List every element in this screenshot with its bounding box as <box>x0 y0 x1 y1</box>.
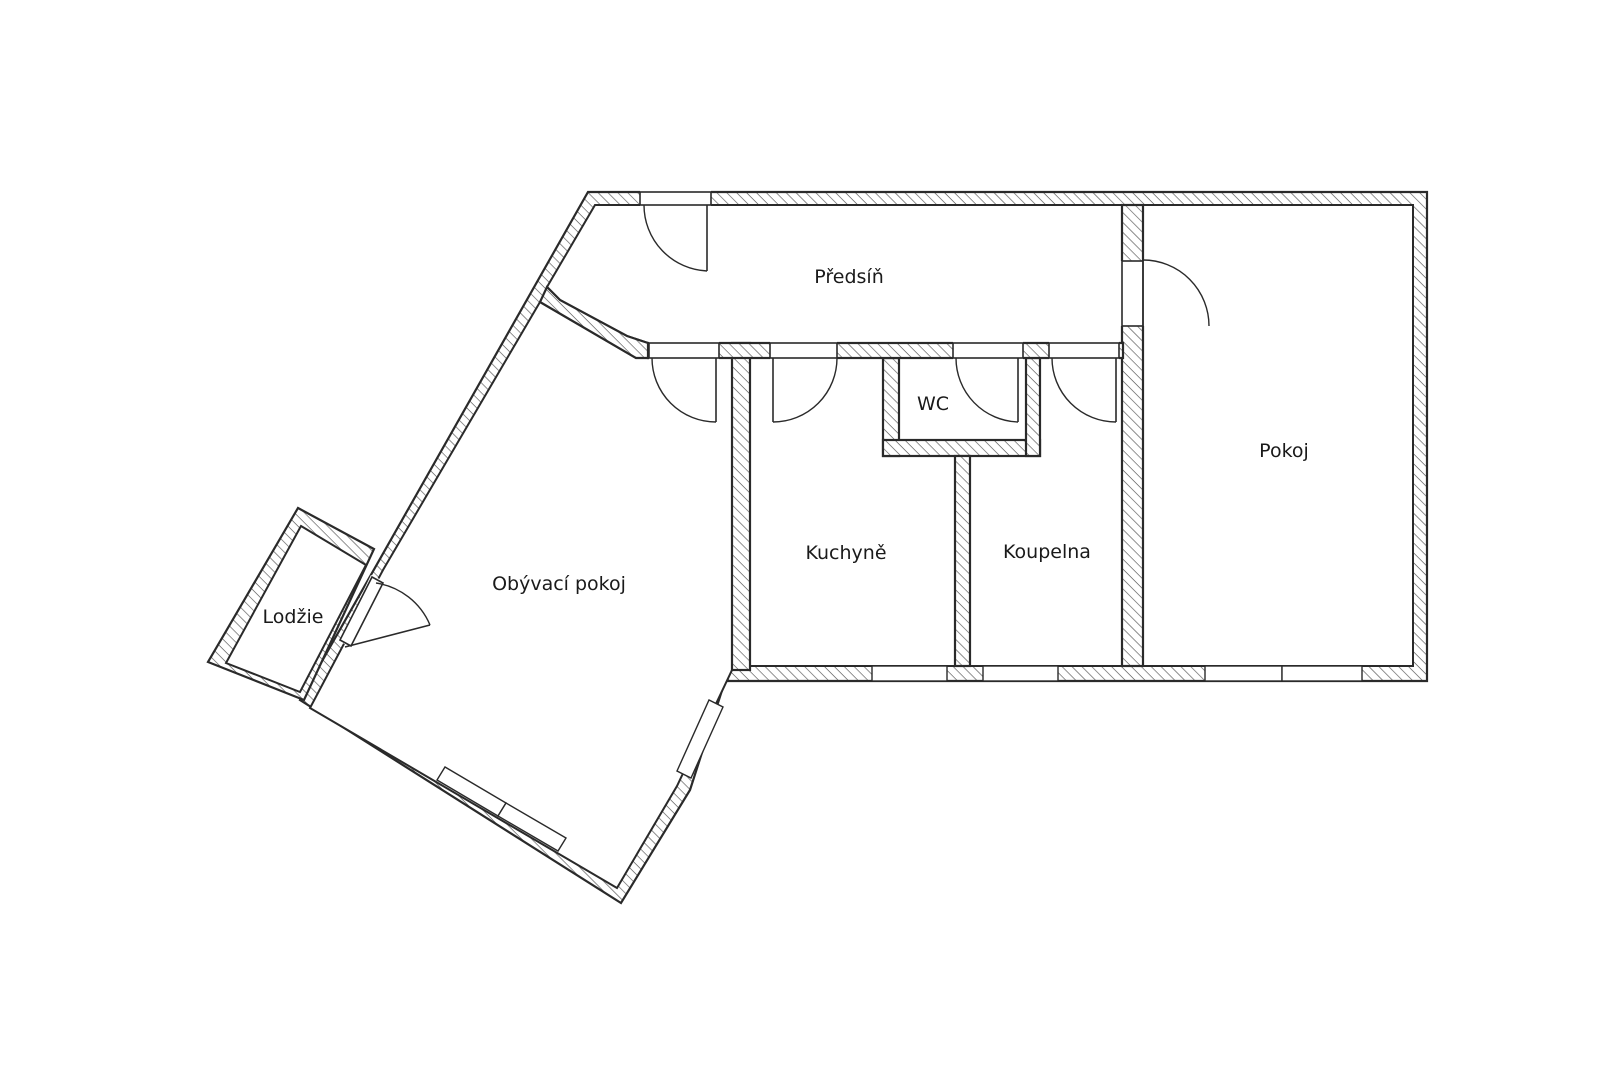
door-kuchyne-swing <box>772 357 838 423</box>
wall-wc-bottom <box>881 438 1042 458</box>
windows <box>436 665 1363 852</box>
label-koupelna: Koupelna <box>1003 541 1091 563</box>
door-entrance-frame <box>639 191 712 206</box>
door-koupelna-frame <box>1048 342 1120 359</box>
door-pokoj-opening <box>1120 261 1145 326</box>
door-lodzie-swing <box>375 582 431 626</box>
wall-living-kitchen <box>730 341 752 672</box>
label-kuchyne: Kuchyně <box>805 542 886 564</box>
label-lodzie: Lodžie <box>263 606 324 628</box>
room-lodzie <box>224 524 368 694</box>
label-pokoj: Pokoj <box>1259 440 1309 462</box>
door-wc-swing <box>955 357 1019 423</box>
window-pokoj-2 <box>1281 665 1363 682</box>
wall-corridor-living-diag <box>538 285 650 360</box>
window-obyvaci-3 <box>676 699 724 779</box>
room-labels: Předsíň Pokoj WC Kuchyně Koupelna Obývac… <box>263 266 1309 628</box>
door-kuchyne-frame <box>769 342 838 359</box>
doors <box>338 190 1210 648</box>
door-entrance-swing <box>643 204 708 272</box>
door-obyvaci-opening <box>649 341 719 360</box>
wall-wc-bath <box>1024 356 1042 458</box>
wall-kitchen-bath <box>953 454 972 668</box>
door-wc-frame <box>952 342 1024 359</box>
label-obyvaci: Obývací pokoj <box>492 573 626 595</box>
door-entrance-opening <box>640 190 711 207</box>
door-lodzie-opening <box>339 575 384 648</box>
window-pokoj-1 <box>1204 665 1283 682</box>
window-obyvaci-2 <box>497 802 567 852</box>
rooms <box>224 204 1414 890</box>
door-koupelna-opening <box>1049 341 1119 360</box>
door-obyvaci-frame <box>648 342 720 359</box>
label-wc: WC <box>917 393 949 415</box>
door-wc-opening <box>953 341 1023 360</box>
window-kuchyne <box>871 665 948 682</box>
window-koupelna <box>982 665 1059 682</box>
door-koupelna-swing <box>1051 357 1117 423</box>
label-predsin: Předsíň <box>814 266 884 288</box>
door-lodzie-leaf <box>344 624 431 648</box>
door-pokoj-swing <box>1142 259 1210 327</box>
door-obyvaci-swing <box>651 357 717 423</box>
door-kuchyne-opening <box>770 341 837 360</box>
